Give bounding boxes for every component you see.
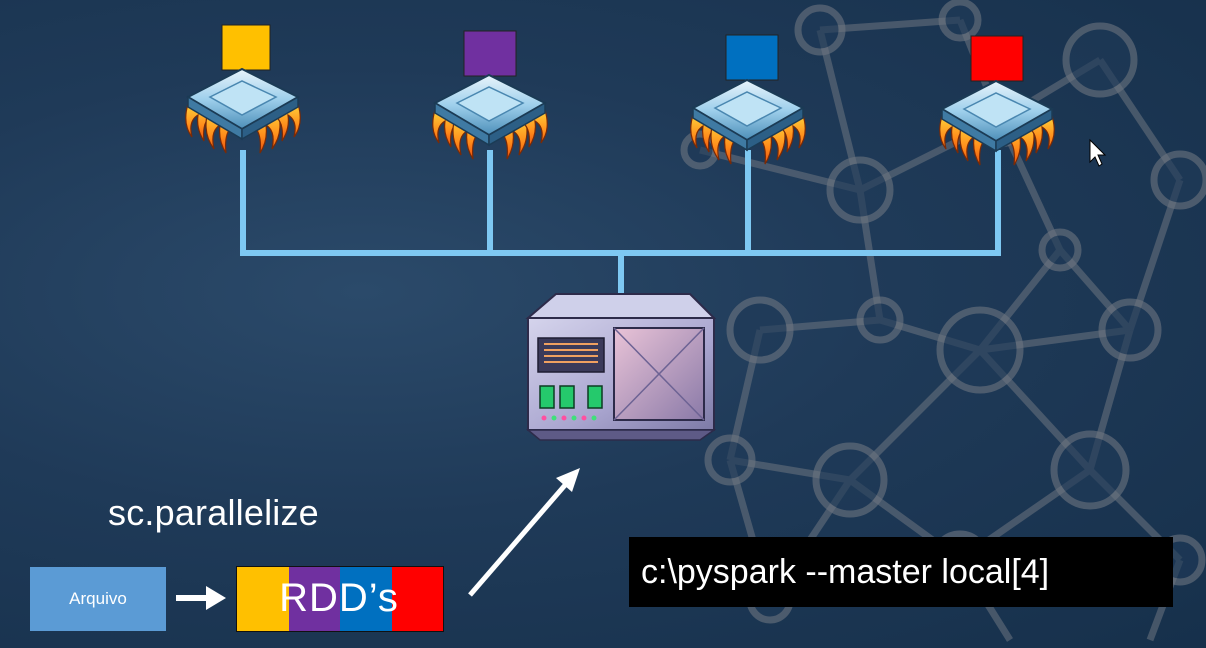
mouse-pointer-icon [1089,138,1107,167]
rdd-partition-1 [237,567,289,631]
arquivo-box: Arquivo [30,567,166,631]
rdd-partition-4 [391,567,443,631]
rdd-partition-3 [340,567,392,631]
rdd-partition-2 [288,567,340,631]
core-1-flag [221,24,271,71]
rdd-partitions [236,566,444,632]
command-text: c:\pyspark --master local[4] [641,552,1050,591]
bus-lines [240,150,1001,298]
upload-arrow [468,468,580,597]
right-arrow-icon [176,586,226,610]
core-2-flag [463,30,517,77]
rdd-label: RDD’s [279,575,399,620]
command-line: c:\pyspark --master local[4] [629,537,1173,607]
cpu-chip-icon [431,73,549,161]
computer-icon [525,293,717,441]
core-4-flag [970,35,1024,82]
parallelize-label: sc.parallelize [108,492,319,533]
core-3-flag [725,34,779,81]
cpu-chip-icon [184,67,302,155]
arquivo-label: Arquivo [69,589,127,608]
